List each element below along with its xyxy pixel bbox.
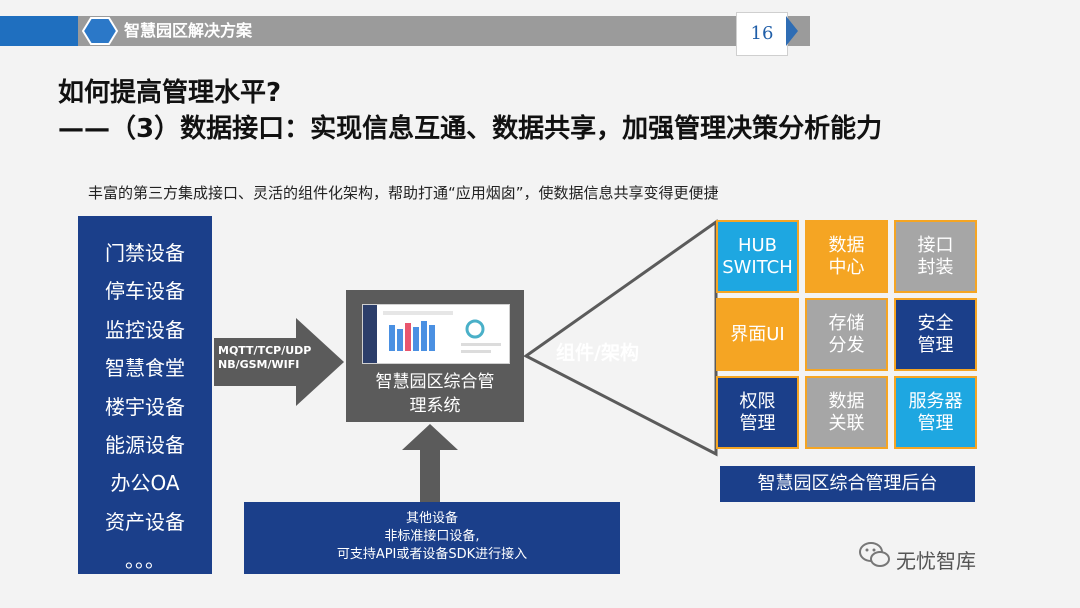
device-item: 门禁设备 — [78, 234, 212, 272]
device-item: 停车设备 — [78, 272, 212, 310]
grid-cell: 服务器管理 — [894, 376, 977, 449]
device-item-ellipsis: 。。。 — [78, 541, 212, 579]
grid-cell: 存储分发 — [805, 298, 888, 371]
page-number: 16 — [736, 12, 788, 56]
grid-cell: 数据中心 — [805, 220, 888, 293]
grid-cell: 权限管理 — [716, 376, 799, 449]
header-bar — [0, 16, 810, 46]
system-label-line-1: 智慧园区综合管 — [346, 370, 524, 394]
subtitle: 丰富的第三方集成接口、灵活的组件化架构，帮助打通“应用烟囱”，使数据信息共享变得… — [88, 182, 719, 203]
device-item: 智慧食堂 — [78, 349, 212, 387]
other-devices-line-1: 其他设备 — [244, 510, 620, 528]
device-item: 办公OA — [78, 464, 212, 502]
grid-cell-line: 关联 — [829, 413, 865, 435]
protocol-line-2: NB/GSM/WIFI — [214, 358, 324, 372]
other-devices-line-2: 非标准接口设备, — [244, 528, 620, 546]
up-arrow-icon — [400, 424, 460, 504]
grid-cell: 数据关联 — [805, 376, 888, 449]
grid-cell-line: 存储 — [829, 313, 865, 335]
device-list: 门禁设备 停车设备 监控设备 智慧食堂 楼宇设备 能源设备 办公OA 资产设备 … — [78, 234, 212, 580]
grid-cell-line: 接口 — [918, 235, 954, 257]
device-item: 能源设备 — [78, 426, 212, 464]
heading-topic: ——（3）数据接口：实现信息互通、数据共享，加强管理决策分析能力 — [58, 108, 882, 145]
grid-cell-line: 管理 — [740, 413, 776, 435]
grid-cell-line: 界面UI — [730, 324, 784, 346]
device-item: 资产设备 — [78, 503, 212, 541]
heading-question: 如何提高管理水平? — [58, 72, 281, 109]
other-devices-line-3: 可支持API或者设备SDK进行接入 — [244, 546, 620, 564]
grid-cell-line: 管理 — [909, 413, 963, 435]
header-accent — [0, 16, 78, 46]
page-flag — [786, 16, 798, 46]
other-devices-text: 其他设备 非标准接口设备, 可支持API或者设备SDK进行接入 — [244, 510, 620, 564]
device-item: 楼宇设备 — [78, 388, 212, 426]
component-label: 组件/架构 — [556, 338, 639, 365]
grid-cell-line: HUB — [722, 235, 793, 257]
grid-cell-line: 安全 — [918, 313, 954, 335]
grid-cell-line: 权限 — [740, 391, 776, 413]
header-title: 智慧园区解决方案 — [124, 16, 252, 46]
backend-label: 智慧园区综合管理后台 — [720, 466, 975, 502]
grid-cell-line: 分发 — [829, 335, 865, 357]
wechat-icon — [858, 540, 892, 570]
grid-cell: 安全管理 — [894, 298, 977, 371]
grid-cell: 界面UI — [716, 298, 799, 371]
protocol-line-1: MQTT/TCP/UDP — [214, 344, 324, 358]
hexagon-icon — [82, 16, 118, 46]
dashboard-thumbnail — [362, 304, 510, 364]
device-panel: 门禁设备 停车设备 监控设备 智慧食堂 楼宇设备 能源设备 办公OA 资产设备 … — [78, 216, 212, 574]
grid-cell-line: 服务器 — [909, 391, 963, 413]
grid-cell-line: 中心 — [829, 257, 865, 279]
grid-cell: 接口封装 — [894, 220, 977, 293]
grid-cell-line: 数据 — [829, 235, 865, 257]
device-item: 监控设备 — [78, 311, 212, 349]
protocol-label: MQTT/TCP/UDP NB/GSM/WIFI — [214, 344, 324, 372]
grid-cell-line: 封装 — [918, 257, 954, 279]
grid-cell-line: SWITCH — [722, 257, 793, 279]
system-label-line-2: 理系统 — [346, 394, 524, 418]
watermark-text: 无忧智库 — [896, 545, 976, 574]
grid-cell-line: 管理 — [918, 335, 954, 357]
dashboard-chart-icon — [363, 305, 509, 363]
system-label: 智慧园区综合管 理系统 — [346, 370, 524, 418]
grid-cell-line: 数据 — [829, 391, 865, 413]
